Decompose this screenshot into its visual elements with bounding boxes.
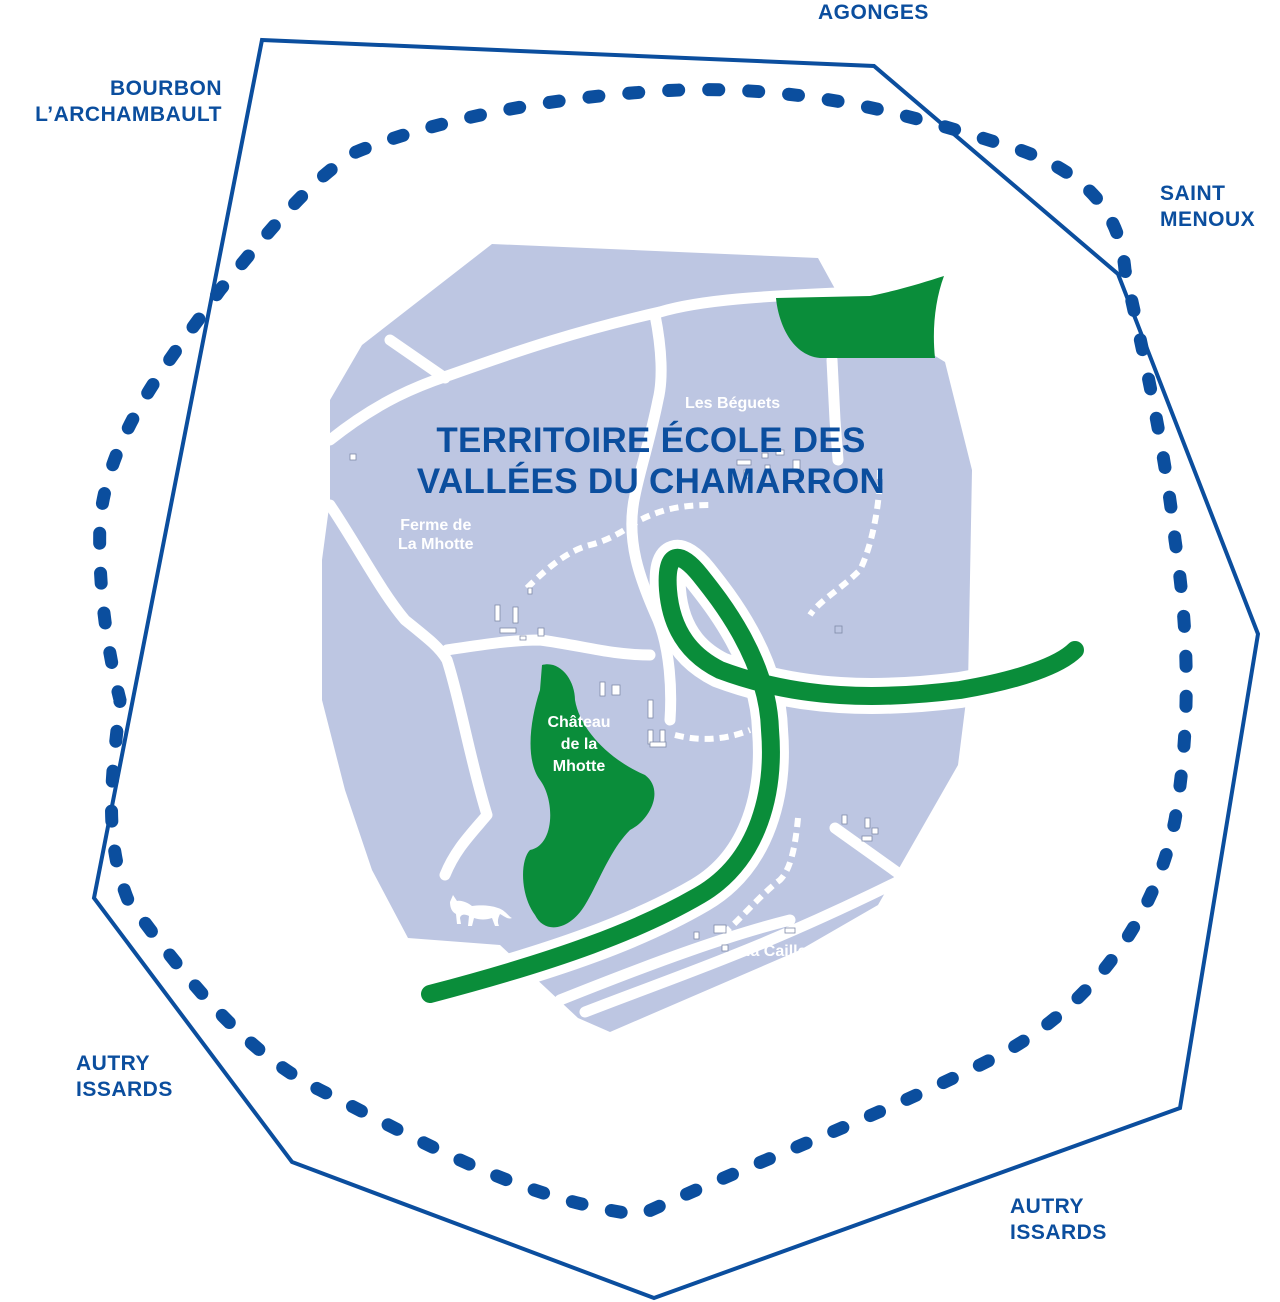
- town-bourbon: BOURBON L’ARCHAMBAULT: [0, 76, 222, 128]
- map-title-line1: TERRITOIRE ÉCOLE DES: [436, 421, 866, 460]
- town-autry-issards-south: AUTRY ISSARDS: [1010, 1194, 1107, 1246]
- place-chateau-line3: Mhotte: [552, 758, 606, 775]
- cat-icon: [450, 895, 512, 926]
- town-agonges: AGONGES: [818, 1, 929, 24]
- roads: [324, 286, 911, 1018]
- map-title: TERRITOIRE ÉCOLE DES VALLÉES DU CHAMARRO…: [366, 420, 936, 502]
- map-title-line2: VALLÉES DU CHAMARRON: [416, 462, 886, 501]
- town-autry-issards-west-line2: ISSARDS: [76, 1078, 173, 1101]
- town-autry-issards-west-line1: AUTRY: [76, 1052, 151, 1075]
- dotted-perimeter: [93, 83, 1193, 1222]
- town-bourbon-line1: BOURBON: [110, 77, 222, 100]
- river-chamarron: [421, 548, 1084, 1003]
- town-autry-issards-west: AUTRY ISSARDS: [76, 1051, 173, 1103]
- town-bourbon-line2: L’ARCHAMBAULT: [35, 103, 222, 126]
- place-chateau-line1: Château: [547, 714, 611, 731]
- territory-area: [322, 244, 972, 1032]
- place-chateau-la-mhotte: Château de la Mhotte: [533, 712, 625, 778]
- town-saint-menoux: SAINT MENOUX: [1160, 181, 1255, 233]
- town-saint-menoux-line2: MENOUX: [1160, 208, 1256, 231]
- buildings: [349, 449, 879, 952]
- footpaths: [524, 469, 883, 938]
- town-autry-issards-south-line1: AUTRY: [1010, 1195, 1085, 1218]
- place-ferme-la-mhotte: Ferme de La Mhotte: [398, 516, 474, 554]
- town-autry-issards-south-line2: ISSARDS: [1010, 1221, 1107, 1244]
- place-les-beguets: Les Béguets: [685, 395, 781, 412]
- place-ferme-line1: Ferme de: [400, 517, 472, 534]
- town-saint-menoux-line1: SAINT: [1160, 182, 1226, 205]
- forest-northeast: [776, 276, 944, 358]
- place-la-caille: la Caille: [746, 943, 807, 960]
- forest-chateau: [523, 664, 655, 928]
- place-chateau-line2: de la: [560, 736, 598, 753]
- place-ferme-line2: La Mhotte: [398, 536, 474, 553]
